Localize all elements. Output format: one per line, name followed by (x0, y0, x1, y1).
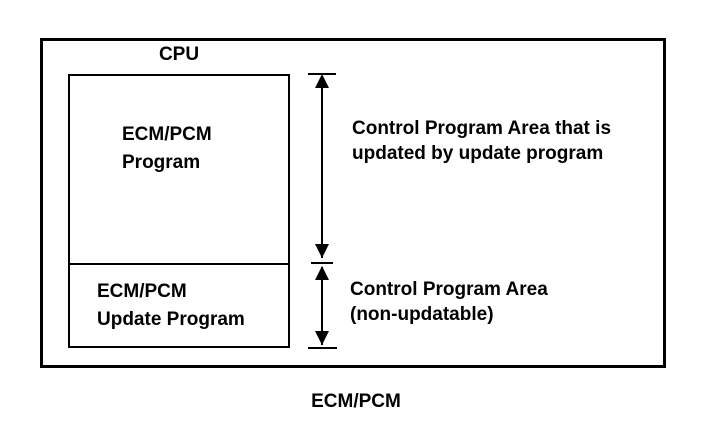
double-arrow-non-updatable-icon (308, 266, 337, 349)
update-program-section-label: ECM/PCM Update Program (97, 281, 245, 330)
ecm-pcm-caption: ECM/PCM (311, 391, 401, 412)
program-area-divider (70, 263, 288, 265)
double-arrow-updatable-icon (308, 73, 336, 264)
annotation-updatable: Control Program Area that is updated by … (352, 118, 612, 164)
range-arrows-graphic (308, 73, 337, 349)
annotation-non-updatable: Control Program Area (non-updatable) (350, 279, 548, 325)
program-section-label: ECM/PCM Program (122, 124, 212, 173)
program-area-box (68, 74, 290, 348)
cpu-label: CPU (158, 44, 200, 65)
